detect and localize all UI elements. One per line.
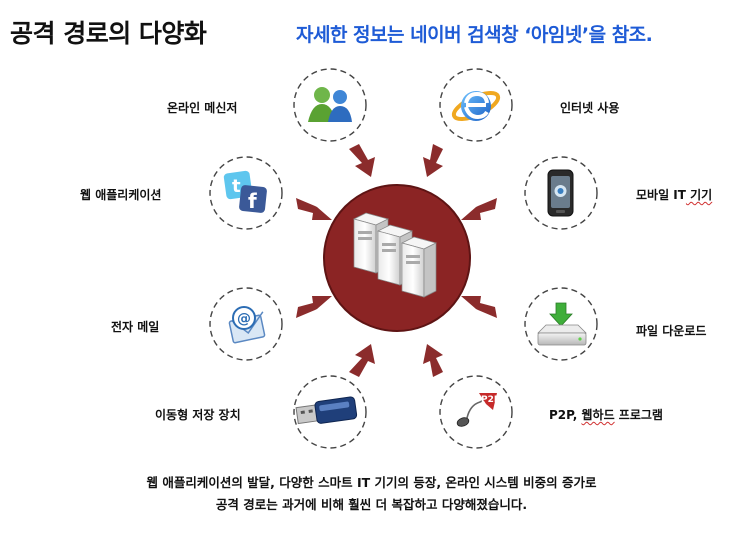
arrow-internet <box>423 144 443 177</box>
label-mobile: 모바일 IT 기기 <box>636 186 712 203</box>
node-p2p: P2P <box>439 375 513 449</box>
internet-explorer-icon <box>451 90 501 122</box>
node-email: @ <box>209 287 283 361</box>
messenger-people-icon <box>308 87 352 122</box>
p2p-mouse-icon: P2P <box>456 393 501 427</box>
svg-text:@: @ <box>237 311 251 327</box>
node-mobile <box>524 156 598 230</box>
email-icon: @ <box>228 306 266 344</box>
servers-icon <box>353 212 437 298</box>
svg-text:f: f <box>248 189 257 213</box>
node-messenger <box>293 68 367 142</box>
label-p2p-prefix: P2P, <box>549 408 582 422</box>
label-mobile-main: 모바일 IT <box>636 188 686 202</box>
node-download <box>524 287 598 361</box>
node-webapp: t f <box>209 156 283 230</box>
download-drive-icon <box>537 302 587 346</box>
label-download: 파일 다운로드 <box>636 324 707 338</box>
twitter-facebook-icon: t f <box>223 170 267 213</box>
arrow-p2p <box>423 344 443 377</box>
node-internet <box>439 68 513 142</box>
reference-note: 자세한 정보는 네이버 검색창 ‘아임넷’을 참조. <box>296 24 653 46</box>
usb-drive-icon <box>295 396 358 425</box>
arrow-mobile <box>461 198 497 220</box>
node-usb <box>293 375 367 449</box>
label-p2p-suffix: 프로그램 <box>614 408 663 422</box>
center-node <box>323 184 471 332</box>
label-p2p-underlined: 웹하드 <box>581 408 615 422</box>
arrow-webapp <box>296 198 332 220</box>
caption-line-2: 공격 경로는 과거에 비해 훨씬 더 복잡하고 다양해졌습니다. <box>215 497 528 512</box>
arrow-usb <box>349 344 375 377</box>
svg-text:t: t <box>232 176 241 197</box>
arrow-email <box>296 296 332 318</box>
label-email: 전자 메일 <box>111 320 160 334</box>
mobile-phone-icon <box>547 169 574 217</box>
label-usb: 이동형 저장 장치 <box>155 408 241 422</box>
arrow-messenger <box>349 144 375 177</box>
caption-line-1: 웹 애플리케이션의 발달, 다양한 스마트 IT 기기의 등장, 온라인 시스템… <box>146 475 597 490</box>
page-title: 공격 경로의 다양화 <box>10 19 207 48</box>
label-mobile-suffix: 기기 <box>685 188 713 202</box>
label-internet: 인터넷 사용 <box>560 101 620 115</box>
label-messenger: 온라인 메신저 <box>167 101 238 115</box>
p2p-badge: P2P <box>481 395 501 405</box>
label-p2p: P2P, 웹하드 프로그램 <box>549 406 663 423</box>
label-webapp: 웹 애플리케이션 <box>80 188 162 202</box>
arrow-download <box>461 296 497 318</box>
arrows <box>296 144 497 377</box>
